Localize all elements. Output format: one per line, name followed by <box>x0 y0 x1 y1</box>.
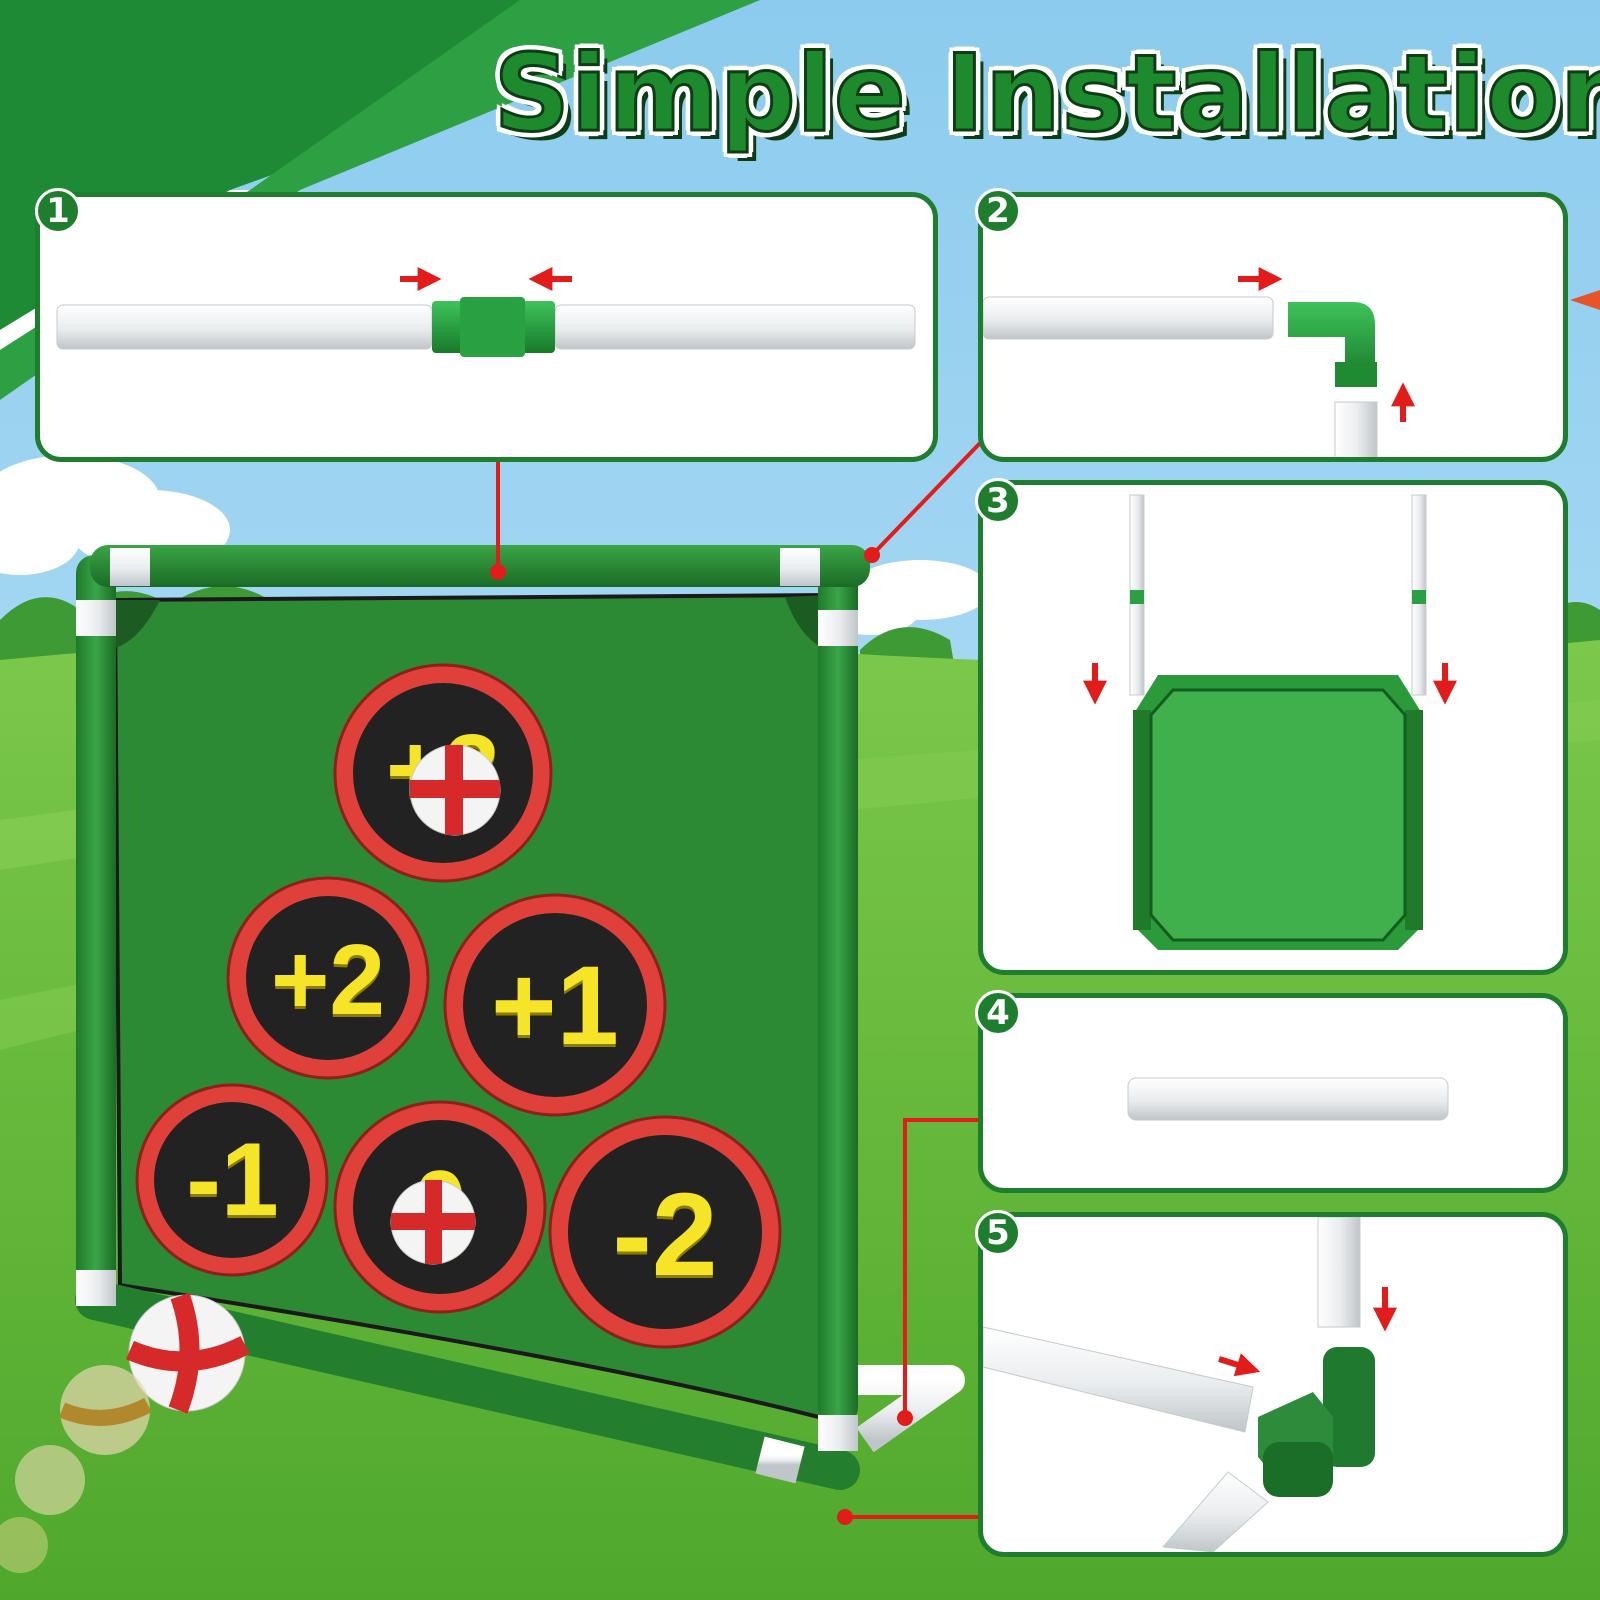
elbow-connector-illustration <box>983 267 1415 457</box>
step-panel-2 <box>978 192 1568 462</box>
pipe-joint-illustration <box>56 267 916 357</box>
step-number-1: 1 <box>35 188 81 234</box>
target-score-zero: 0 <box>413 1151 467 1258</box>
step-number-5: 5 <box>975 1210 1021 1256</box>
target-score-minus-2: -2 <box>612 1169 718 1301</box>
target-score-plus-1: +1 <box>491 942 619 1068</box>
step-number-3: 3 <box>975 478 1021 524</box>
net-sleeve-illustration <box>1083 494 1457 950</box>
step-panel-3 <box>978 480 1568 975</box>
single-pipe-illustration <box>1127 1077 1449 1121</box>
target-score-plus-3: +3 <box>385 713 500 826</box>
step-panel-1 <box>35 192 938 462</box>
step-panel-4 <box>978 993 1568 1193</box>
step-panel-5 <box>978 1212 1568 1557</box>
step-number-2: 2 <box>975 188 1021 234</box>
step-number-4: 4 <box>975 990 1021 1036</box>
page-title: Simple Installation <box>492 30 1600 156</box>
target-score-plus-2: +2 <box>270 923 385 1036</box>
base-corner-illustration <box>983 1217 1397 1552</box>
target-score-minus-1: -1 <box>186 1121 279 1238</box>
